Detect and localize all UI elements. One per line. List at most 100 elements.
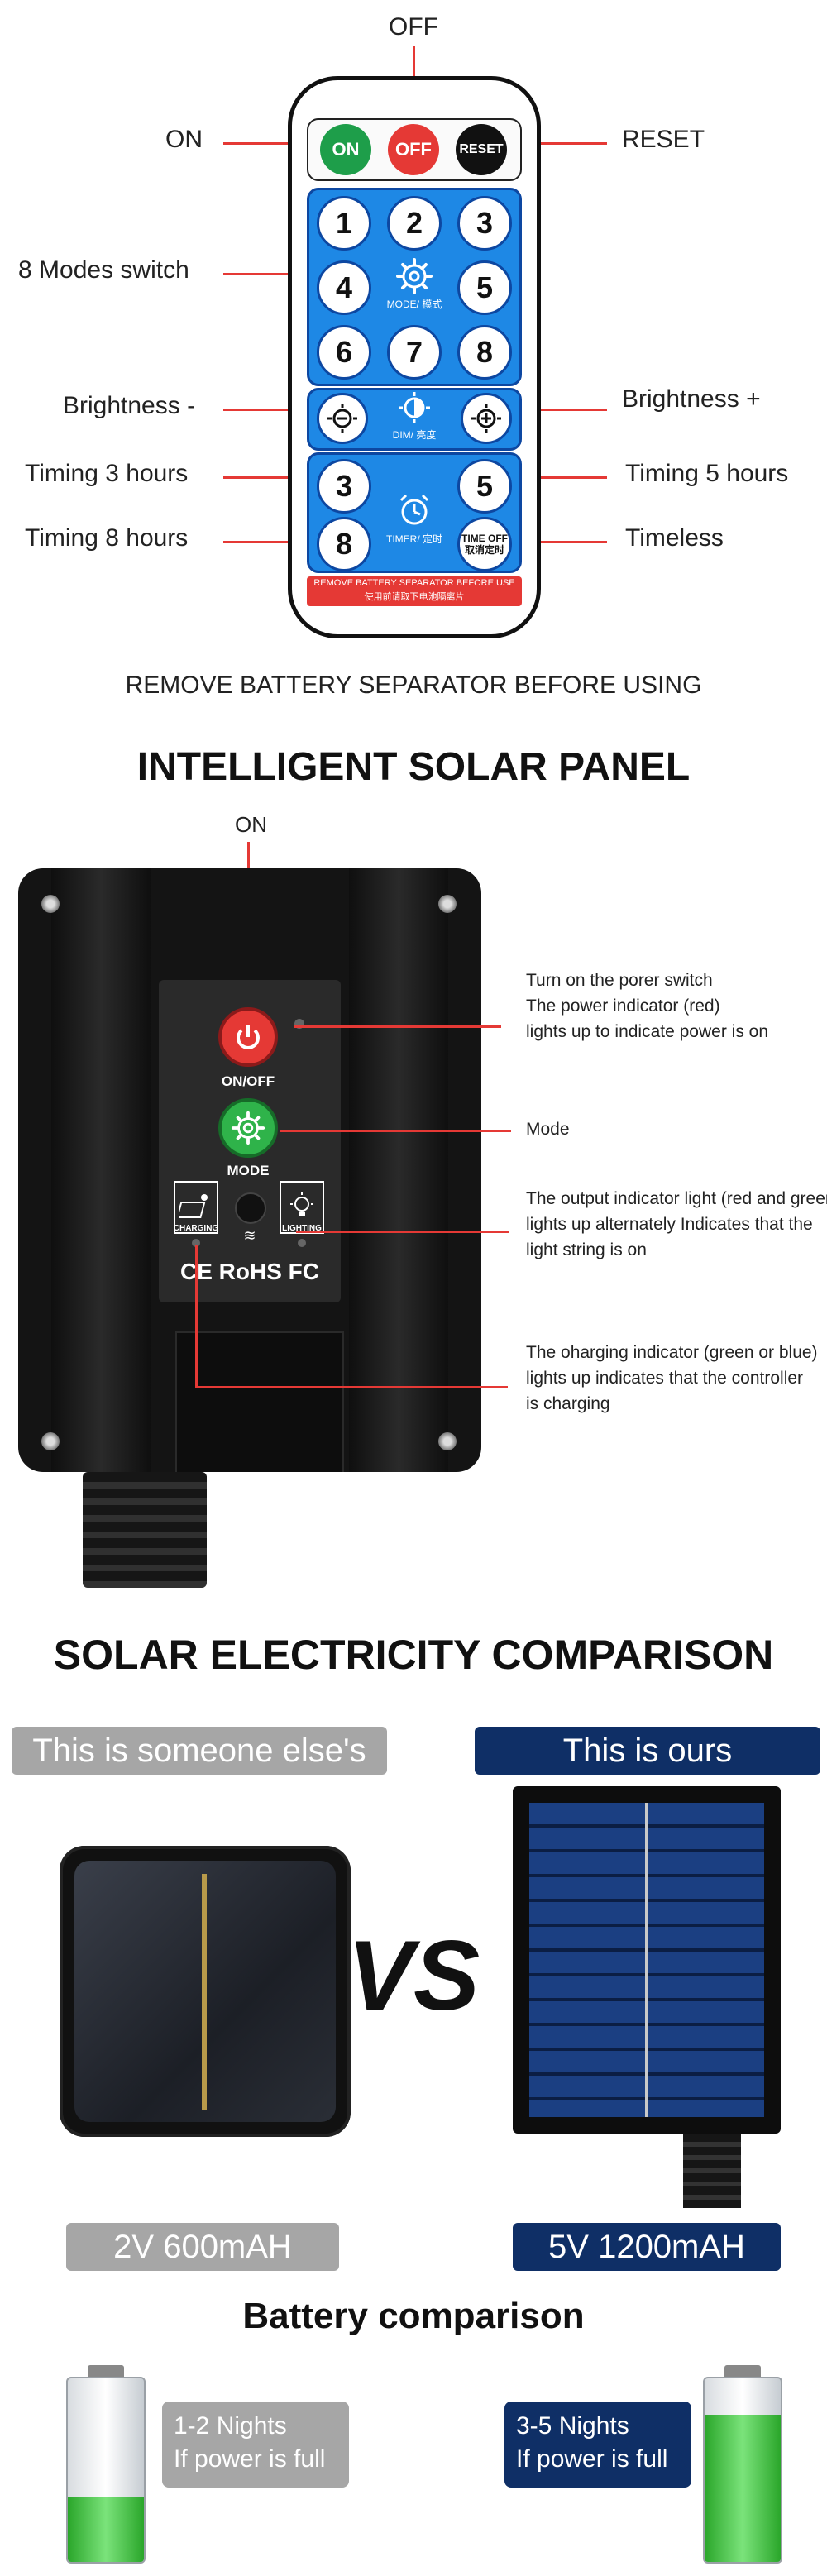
reset-button-label: RESET xyxy=(459,142,504,156)
on-button-label: ON xyxy=(332,139,360,160)
theirs-night-line-2: If power is full xyxy=(174,2445,326,2473)
dim-caption: DIM/ 亮度 xyxy=(392,429,437,441)
timing8-label: Timing 8 hours xyxy=(25,524,189,552)
power-desc-line-2: The power indicator (red) xyxy=(526,996,720,1016)
off-top-label: OFF xyxy=(389,13,438,41)
mode-button-5[interactable]: 5 xyxy=(457,260,512,315)
mode-button-3-label: 3 xyxy=(476,206,494,240)
power-desc-line-1: Turn on the porer switch xyxy=(526,971,713,990)
power-desc-line xyxy=(294,1025,501,1028)
mode-button-7[interactable]: 7 xyxy=(387,325,442,380)
half-sun-icon xyxy=(398,391,431,424)
time-off-label-cn: 取消定时 xyxy=(464,544,504,556)
timer-8h-label: 8 xyxy=(335,527,353,561)
ours-panel-connector xyxy=(683,2134,741,2208)
timer-3h-button[interactable]: 3 xyxy=(317,459,371,514)
separator-note: REMOVE BATTERY SEPARATOR BEFORE USING xyxy=(125,671,702,699)
on-button[interactable]: ON xyxy=(320,124,371,175)
certification-marks: CE RoHS FC xyxy=(180,1259,319,1284)
timeless-line xyxy=(514,541,607,543)
power-switch-button[interactable] xyxy=(218,1007,278,1067)
reset-button[interactable]: RESET xyxy=(456,124,507,175)
charging-desc-line-3: is charging xyxy=(526,1394,610,1413)
mode-button-4[interactable]: 4 xyxy=(317,260,371,315)
gear-icon xyxy=(395,257,433,295)
charging-desc-line-1: The oharging indicator (green or blue) xyxy=(526,1343,818,1362)
mode-button-6-label: 6 xyxy=(335,335,353,369)
theirs-tag-text: This is someone else's xyxy=(32,1732,366,1769)
ours-spec-badge: 5V 1200mAH xyxy=(513,2223,781,2271)
cable-connector xyxy=(83,1472,207,1588)
mode-switch-button[interactable] xyxy=(218,1098,278,1158)
time-off-button[interactable]: TIME OFF 取消定时 xyxy=(457,517,512,571)
theirs-panel-busbar xyxy=(202,1874,207,2110)
onoff-caption: ON/OFF xyxy=(221,1073,275,1089)
off-button[interactable]: OFF xyxy=(388,124,439,175)
output-desc-line-3: light string is on xyxy=(526,1240,647,1259)
ours-spec-text: 5V 1200mAH xyxy=(548,2228,745,2265)
ours-battery-cap xyxy=(724,2365,761,2377)
alarm-clock-icon xyxy=(396,492,433,528)
mode-button-7-label: 7 xyxy=(405,335,423,369)
modes-label: 8 Modes switch xyxy=(18,256,189,284)
timing5-label: Timing 5 hours xyxy=(625,460,789,487)
charging-icon xyxy=(174,1181,218,1234)
time-off-label-en: TIME OFF xyxy=(461,533,508,544)
wifi-icon: ≋ xyxy=(243,1227,256,1244)
timer-8h-button[interactable]: 8 xyxy=(317,517,371,571)
theirs-night-line-1: 1-2 Nights xyxy=(174,2412,287,2440)
mode-button-8[interactable]: 8 xyxy=(457,325,512,380)
output-desc-line xyxy=(296,1231,509,1233)
warning-line-cn: 使用前请取下电池隔离片 xyxy=(364,592,465,602)
warning-line-en: REMOVE BATTERY SEPARATOR BEFORE USE xyxy=(313,578,515,588)
reset-label: RESET xyxy=(622,126,705,153)
controller-on-label: ON xyxy=(235,812,267,837)
ours-night-note: 3-5 Nights If power is full xyxy=(504,2402,691,2488)
gear-icon xyxy=(231,1111,265,1145)
output-desc-line-2: lights up alternately Indicates that the xyxy=(526,1215,813,1234)
brightness-plus-button[interactable] xyxy=(461,393,512,444)
solar-panel-title: INTELLIGENT SOLAR PANEL xyxy=(136,745,691,789)
theirs-tag: This is someone else's xyxy=(12,1727,387,1775)
power-desc-line-3: lights up to indicate power is on xyxy=(526,1022,769,1041)
battery-warning-strip: REMOVE BATTERY SEPARATOR BEFORE USE 使用前请… xyxy=(307,576,522,606)
screw-bottom-right xyxy=(438,1432,457,1450)
mode-description: Mode xyxy=(526,1116,570,1142)
comparison-title: SOLAR ELECTRICITY COMPARISON xyxy=(53,1632,774,1678)
mode-button-5-label: 5 xyxy=(476,270,494,304)
mode-button-6[interactable]: 6 xyxy=(317,325,371,380)
controller-box: ON/OFF MODE CHARGING ≋ LIGHTING CE RoHS … xyxy=(18,868,481,1472)
mode-button-4-label: 4 xyxy=(335,270,353,304)
brightness-plus-label: Brightness + xyxy=(622,385,761,413)
timer-caption: TIMER/ 定时 xyxy=(386,533,442,545)
charging-caption: CHARGING xyxy=(173,1224,219,1233)
theirs-solar-panel xyxy=(60,1846,351,2137)
timing8-line xyxy=(223,541,316,543)
timer-5h-button[interactable]: 5 xyxy=(457,459,512,514)
lighting-icon xyxy=(280,1181,324,1234)
mode-caption: MODE/ 模式 xyxy=(386,299,442,310)
timeless-label: Timeless xyxy=(625,524,724,552)
theirs-spec-badge: 2V 600mAH xyxy=(66,2223,339,2271)
rib-left xyxy=(51,868,151,1472)
mode-button-3[interactable]: 3 xyxy=(457,196,512,251)
on-pointer-line xyxy=(223,142,314,145)
off-button-label: OFF xyxy=(395,139,432,160)
brightness-minus-label: Brightness - xyxy=(63,392,196,419)
timer-3h-label: 3 xyxy=(335,469,353,503)
brightness-minus-icon xyxy=(327,404,357,433)
mode-caption: MODE xyxy=(227,1163,270,1178)
theirs-spec-text: 2V 600mAH xyxy=(113,2228,292,2265)
mode-desc-line xyxy=(280,1130,511,1132)
theirs-night-note: 1-2 Nights If power is full xyxy=(162,2402,349,2488)
brightness-plus-line xyxy=(514,409,607,411)
charging-desc-line-h xyxy=(197,1386,508,1388)
brightness-minus-button[interactable] xyxy=(317,393,368,444)
mode-button-2[interactable]: 2 xyxy=(387,196,442,251)
theirs-battery-cap xyxy=(88,2365,124,2377)
ours-night-line-1: 3-5 Nights xyxy=(516,2412,629,2440)
rib-right xyxy=(349,868,448,1472)
charging-desc-line-2: lights up indicates that the controller xyxy=(526,1369,804,1388)
mode-button-1[interactable]: 1 xyxy=(317,196,371,251)
theirs-battery-body xyxy=(66,2377,146,2564)
